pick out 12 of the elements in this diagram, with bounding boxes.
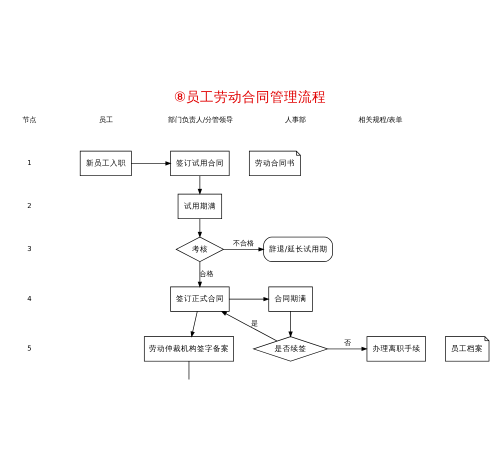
arrow bbox=[131, 160, 172, 166]
arrow bbox=[220, 310, 278, 341]
arrow bbox=[198, 218, 202, 238]
connector bbox=[188, 360, 190, 380]
arrow bbox=[190, 310, 198, 338]
arrow bbox=[328, 346, 368, 351]
diagram-title: ⑧员工劳动合同管理流程 bbox=[174, 88, 326, 105]
arrow bbox=[198, 260, 202, 288]
arrow bbox=[288, 310, 293, 338]
arrow bbox=[198, 175, 202, 195]
arrow bbox=[223, 246, 265, 251]
arrow bbox=[228, 296, 270, 301]
